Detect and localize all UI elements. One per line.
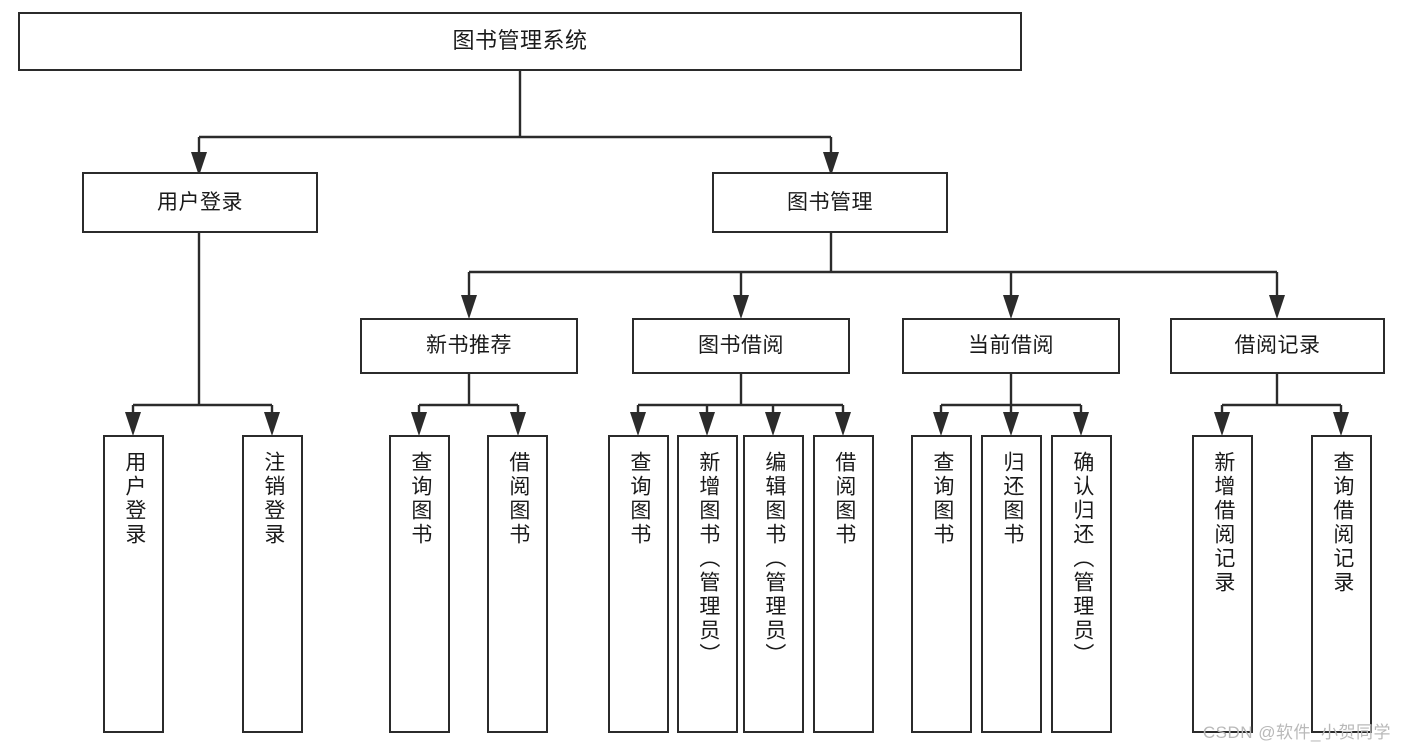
- leaf-borrow-book-borrow[interactable]: 借阅图书: [813, 435, 874, 733]
- node-label: 当前借阅: [968, 334, 1054, 358]
- node-book-management[interactable]: 图书管理: [712, 172, 948, 233]
- leaf-add-borrow-record[interactable]: 新增借阅记录: [1192, 435, 1253, 733]
- connector-userlogin-to-leaves: [125, 233, 280, 436]
- node-label: 编辑图书（管理员）: [762, 451, 786, 667]
- leaf-query-book-current[interactable]: 查询图书: [911, 435, 972, 733]
- connector-currentborrow-to-leaves: [933, 374, 1089, 436]
- leaf-query-book-new-recommend[interactable]: 查询图书: [389, 435, 450, 733]
- connector-root-to-level1: [191, 71, 839, 176]
- node-label: 用户登录: [122, 451, 146, 547]
- node-user-login[interactable]: 用户登录: [82, 172, 318, 233]
- connector-bookborrow-to-leaves: [630, 374, 851, 436]
- connector-newbook-to-leaves: [411, 374, 526, 436]
- node-label: 借阅记录: [1234, 334, 1321, 358]
- node-book-borrow[interactable]: 图书借阅: [632, 318, 850, 374]
- node-label: 借阅图书: [506, 451, 530, 547]
- leaf-confirm-return-admin[interactable]: 确认归还（管理员）: [1051, 435, 1112, 733]
- csdn-watermark: CSDN @软件_小贺同学: [1202, 723, 1391, 742]
- node-label: 查询图书: [627, 451, 651, 547]
- leaf-edit-book-admin[interactable]: 编辑图书（管理员）: [743, 435, 804, 733]
- leaf-logout-login[interactable]: 注销登录: [242, 435, 303, 733]
- leaf-user-login[interactable]: 用户登录: [103, 435, 164, 733]
- leaf-borrow-book-new-recommend[interactable]: 借阅图书: [487, 435, 548, 733]
- node-label: 注销登录: [261, 451, 285, 547]
- node-label: 图书借阅: [698, 334, 784, 358]
- connector-borrowrecord-to-leaves: [1214, 374, 1349, 436]
- node-label: 用户登录: [157, 190, 243, 214]
- node-current-borrow[interactable]: 当前借阅: [902, 318, 1120, 374]
- node-root-book-management-system[interactable]: 图书管理系统: [18, 12, 1022, 71]
- node-label: 归还图书: [1000, 451, 1024, 547]
- node-label: 新增图书（管理员）: [696, 451, 720, 667]
- node-label: 图书管理: [787, 190, 873, 214]
- node-label: 确认归还（管理员）: [1070, 451, 1094, 667]
- leaf-add-book-admin[interactable]: 新增图书（管理员）: [677, 435, 738, 733]
- node-label: 查询图书: [408, 451, 432, 547]
- node-label: 查询借阅记录: [1330, 451, 1354, 595]
- leaf-query-book-borrow[interactable]: 查询图书: [608, 435, 669, 733]
- node-borrow-record[interactable]: 借阅记录: [1170, 318, 1385, 374]
- node-label: 图书管理系统: [452, 28, 588, 54]
- leaf-query-borrow-record[interactable]: 查询借阅记录: [1311, 435, 1372, 733]
- node-label: 查询图书: [930, 451, 954, 547]
- node-new-book-recommend[interactable]: 新书推荐: [360, 318, 578, 374]
- leaf-return-book[interactable]: 归还图书: [981, 435, 1042, 733]
- node-label: 新书推荐: [426, 334, 512, 358]
- node-label: 新增借阅记录: [1211, 451, 1235, 595]
- connector-bookmanage-to-level2: [461, 233, 1285, 319]
- node-label: 借阅图书: [832, 451, 856, 547]
